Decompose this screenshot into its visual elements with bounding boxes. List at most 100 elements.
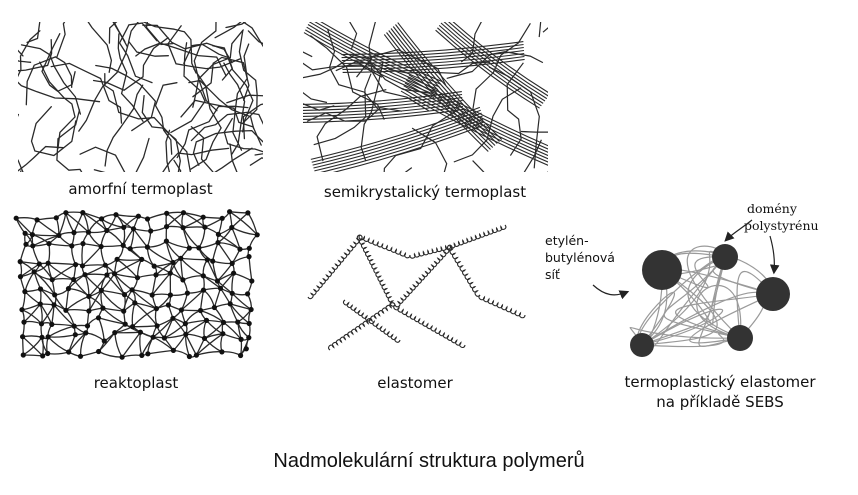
crosslink-node: [46, 241, 52, 247]
crosslink-node: [165, 302, 171, 308]
crosslink-node: [246, 254, 252, 260]
crosslink-node: [100, 305, 106, 311]
polymer-chain: [87, 22, 113, 73]
crosslink: [88, 229, 108, 234]
crosslink-node: [40, 353, 46, 359]
polymer-chain: [190, 111, 263, 142]
crosslink-node: [17, 259, 23, 265]
crosslink-node: [238, 336, 244, 342]
semicrystalline-thermoplast-diagram: [303, 22, 548, 172]
crosslink-node: [99, 216, 105, 222]
polymer-chain: [232, 43, 250, 151]
chain-segment: [386, 32, 491, 150]
crosslink-node: [201, 335, 208, 341]
crosslink-node: [144, 244, 150, 250]
crosslink: [21, 336, 24, 356]
crosslink-node: [63, 210, 69, 216]
crosslink-node: [184, 290, 190, 296]
polymer-chain: [56, 22, 66, 58]
crosslink-node: [84, 323, 91, 329]
crosslink-node: [211, 304, 217, 311]
crosslink: [195, 338, 206, 356]
crosslink-node: [119, 354, 125, 360]
amorphous-chain: [310, 35, 385, 120]
crosslink: [47, 351, 69, 355]
eb-chain: [698, 256, 741, 347]
chain-segment: [392, 26, 498, 144]
crosslink-node: [71, 230, 77, 236]
crosslink-node: [196, 245, 202, 251]
crosslink: [98, 317, 126, 325]
network-annotation-line2: butylénová: [545, 250, 615, 265]
domains-annotation: domény polystyrénu: [744, 200, 819, 234]
crosslink-node: [220, 319, 227, 325]
chain-segment: [320, 121, 485, 172]
crosslink-node: [210, 258, 216, 264]
amorphous-chain: [453, 87, 522, 163]
elastomer-label: elastomer: [377, 374, 453, 392]
crosslink: [21, 291, 26, 310]
crosslink-node: [113, 212, 119, 218]
crosslink: [181, 309, 201, 312]
crosslink: [247, 212, 258, 235]
crosslink-node: [167, 292, 173, 298]
crosslink-node: [182, 321, 188, 327]
crosslink-node: [231, 270, 237, 276]
crosslink-node: [121, 224, 127, 230]
chain-segment: [435, 29, 540, 109]
crosslink-node: [164, 210, 170, 216]
crosslink-node: [238, 352, 244, 359]
crosslink-node: [245, 210, 251, 216]
crosslink-node: [22, 230, 28, 236]
crosslink-node: [102, 262, 108, 268]
crosslink-node: [120, 242, 126, 248]
crosslink-node: [227, 209, 233, 215]
chain-segment: [320, 22, 443, 82]
polymer-chain: [26, 22, 41, 44]
crosslink-node: [180, 210, 187, 216]
polymer-chain: [154, 82, 178, 155]
crosslink-node: [180, 225, 186, 231]
crosslink-node: [164, 224, 170, 230]
amorphous-chain: [383, 110, 457, 172]
crosslink: [229, 303, 239, 323]
coiled-chains-svg: [307, 224, 526, 351]
crosslink-node: [13, 215, 19, 221]
amorphous-chain: [542, 27, 548, 33]
crosslink: [98, 350, 123, 358]
crosslink-node: [200, 273, 206, 279]
eb-chain: [641, 333, 741, 348]
polystyrene-domain: [630, 333, 654, 357]
crosslink-node: [198, 307, 204, 314]
crosslink: [180, 258, 184, 281]
crosslink-node: [121, 292, 128, 298]
crosslink-node: [219, 215, 225, 221]
crosslink: [48, 262, 76, 266]
crosslink-node: [153, 272, 159, 278]
crosslink-node: [249, 278, 255, 284]
polymer-chain: [162, 147, 230, 172]
coiled-chain: [358, 234, 411, 259]
eb-chain: [629, 326, 741, 346]
crosslink: [36, 219, 60, 236]
polymer-chain: [193, 22, 218, 112]
chain-segment: [303, 108, 464, 123]
crosslink-node: [98, 243, 104, 250]
crosslink-node: [163, 238, 169, 244]
crosslink-node: [104, 227, 110, 234]
network-annotation-line3: síť: [545, 267, 560, 282]
crosslink: [113, 273, 126, 295]
crosslink-node: [220, 331, 226, 337]
crosslink-node: [243, 346, 249, 352]
crosslink-node: [204, 257, 210, 263]
crosslink: [139, 332, 143, 356]
polymer-chain: [145, 22, 174, 46]
polymer-chain: [25, 56, 73, 106]
crosslink-node: [95, 315, 102, 321]
polymer-chain: [192, 129, 263, 166]
crosslink-node: [29, 232, 35, 238]
polymer-chain: [190, 126, 214, 172]
polymer-chain: [20, 44, 82, 115]
coiled-chain: [356, 234, 396, 307]
crosslink: [101, 244, 124, 248]
